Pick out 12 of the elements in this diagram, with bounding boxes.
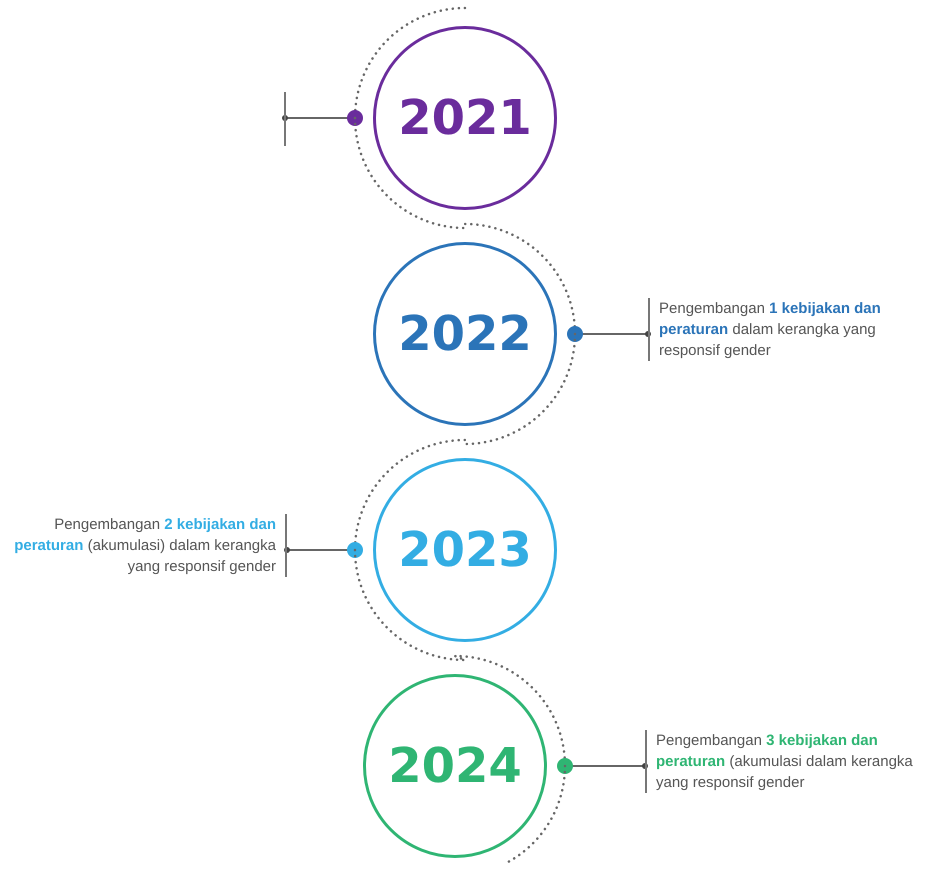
year-circle: 2022: [373, 242, 557, 426]
leader-line: [567, 326, 651, 342]
year-circle: 2024: [363, 674, 547, 858]
leader-line: [282, 110, 363, 126]
milestone-text: Pengembangan 2 kebijakan dan peraturan (akumulasi) dalam kerangka yang responsif gender: [0, 514, 287, 577]
year-circle: 2023: [373, 458, 557, 642]
milestone-text: Pengembangan 1 kebijakan dan peraturan dalam kerangka yang responsif gender: [648, 298, 938, 361]
leader-line: [557, 758, 648, 774]
leader-end-bar: [284, 92, 286, 146]
year-circle: 2021: [373, 26, 557, 210]
leader-line: [284, 542, 363, 558]
milestone-text: Pengembangan 3 kebijakan dan peraturan (akumulasi dalam kerangka yang responsif gender: [645, 730, 937, 793]
